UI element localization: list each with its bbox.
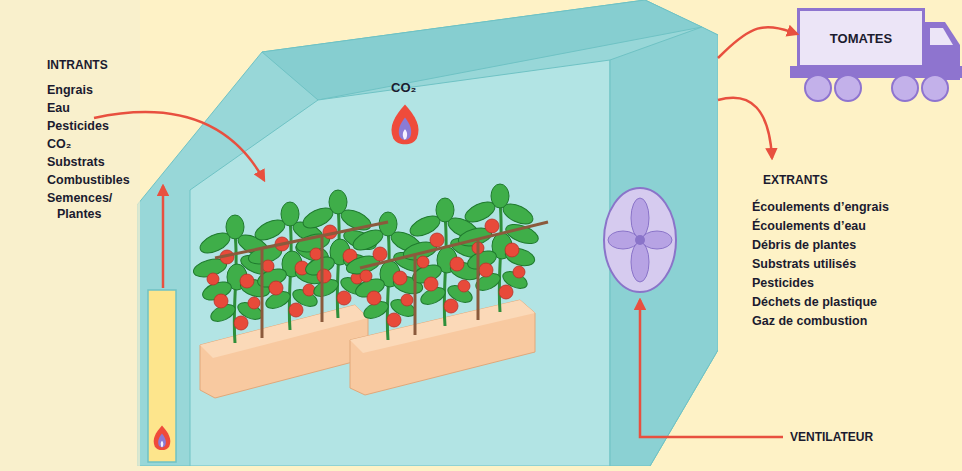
list-item: Eau [47,100,70,116]
background-strip [0,0,140,471]
truck [805,75,948,101]
truck [925,22,960,80]
truck [922,75,948,101]
list-item: Substrats [47,154,105,170]
greenhouse-face [610,27,718,466]
node-label: CO₂ [391,80,416,95]
truck [930,28,953,45]
list-item: Déchets de plastique [752,294,877,310]
list-item: Semences/ Plantes [47,190,129,222]
greenhouse-shape: CO₂ [137,0,718,466]
list-item: Pesticides [752,275,814,291]
greenhouse-face [190,60,610,466]
truck [835,75,861,101]
list-item: Combustibles [47,172,130,188]
flow-arrow [718,27,797,58]
list-item: Engrais [47,82,93,98]
list-item: Écoulements d’eau [752,218,866,234]
greenhouse-outline [137,0,718,466]
list-item: Écoulements d’engrais [752,199,889,215]
list-item: Pesticides [47,118,109,134]
cargo-box: TOMATES [797,8,925,68]
list-item: Gaz de combustion [752,313,867,329]
callout-label: VENTILATEUR [790,429,873,445]
greenhouse-face [137,0,718,466]
truck [805,75,831,101]
truck [892,75,918,101]
list-item: Substrats utilisés [752,256,856,272]
list-item: CO₂ [47,136,71,152]
section-heading: EXTRANTS [763,172,828,188]
node-label: TOMATES [830,31,892,46]
section-heading: INTRANTS [47,57,108,73]
list-item: Débris de plantes [752,237,856,253]
output-arrow [718,98,772,158]
